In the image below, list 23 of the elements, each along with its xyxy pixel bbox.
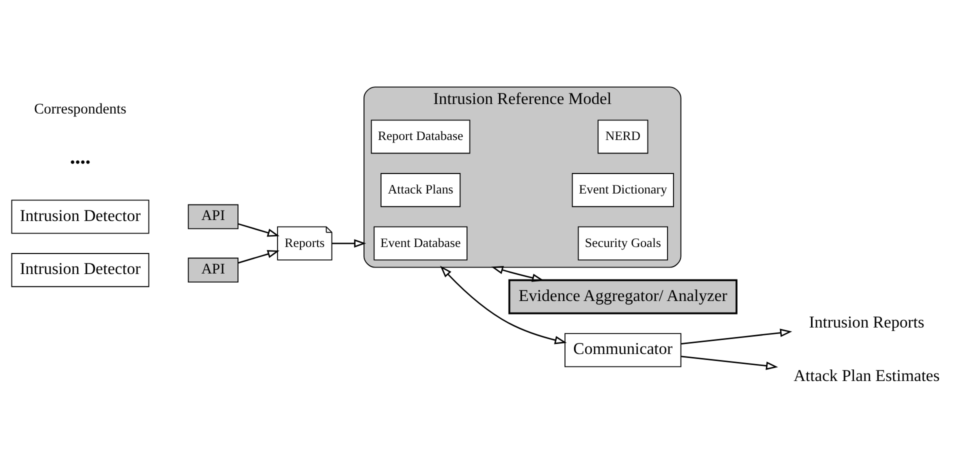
node-text: Attack Plan Estimates bbox=[794, 366, 940, 385]
node-box: Intrusion Detector bbox=[11, 253, 150, 288]
arrow bbox=[681, 356, 778, 370]
node-box: Communicator bbox=[564, 333, 682, 368]
node-box: Security Goals bbox=[578, 226, 668, 260]
node-box: NERD bbox=[598, 120, 648, 154]
arrow bbox=[491, 266, 544, 282]
arrow bbox=[332, 239, 366, 248]
node-box: Event Database bbox=[374, 226, 468, 260]
arrow bbox=[238, 250, 280, 264]
node-box: Report Database bbox=[370, 120, 470, 154]
node-box: Evidence Aggregator/ Analyzer bbox=[508, 279, 738, 314]
label: •••• bbox=[70, 154, 91, 171]
node-box: Attack Plans bbox=[380, 173, 461, 208]
label: Correspondents bbox=[34, 102, 126, 118]
arrow bbox=[440, 266, 567, 344]
node-box: API bbox=[188, 204, 238, 230]
node-box: API bbox=[188, 258, 238, 282]
arrow bbox=[238, 223, 280, 237]
node-box: Event Dictionary bbox=[572, 173, 674, 208]
node-box: Intrusion Detector bbox=[11, 200, 150, 234]
arrow bbox=[681, 328, 792, 344]
node-text: Intrusion Reports bbox=[808, 312, 924, 332]
